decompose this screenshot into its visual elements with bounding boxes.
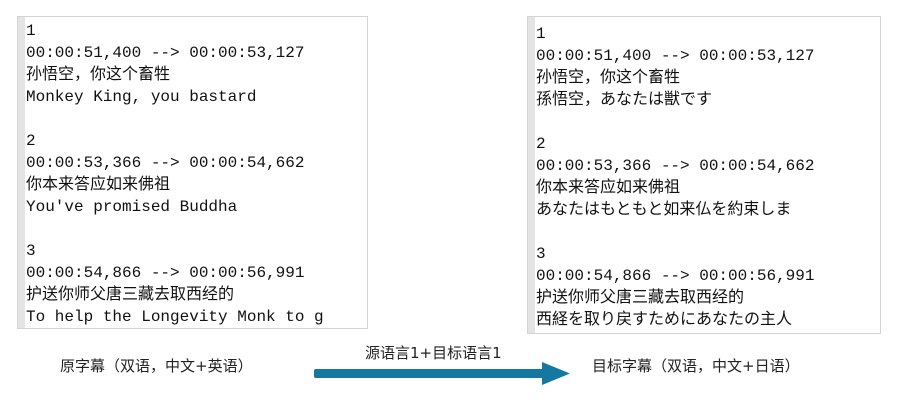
subtitle-line: 1 <box>26 22 36 40</box>
subtitle-line: 00:00:51,400 --> 00:00:53,127 <box>536 47 815 65</box>
subtitle-line: 00:00:51,400 --> 00:00:53,127 <box>26 44 305 62</box>
subtitle-line <box>536 221 814 243</box>
subtitle-line: 3 <box>26 242 36 260</box>
subtitle-line: 孫悟空，あなたは獣です <box>536 91 713 109</box>
subtitle-line: 2 <box>26 132 36 150</box>
gutter <box>528 17 535 333</box>
subtitle-line: 你本来答应如来佛祖 <box>26 176 171 194</box>
subtitle-line <box>536 111 814 133</box>
subtitle-line: 00:00:53,366 --> 00:00:54,662 <box>26 154 305 172</box>
subtitle-line: 00:00:54,866 --> 00:00:56,991 <box>26 264 305 282</box>
subtitle-line: You've promised Buddha <box>26 198 238 216</box>
arrow-caption: 源语言1+目标语言1 <box>365 344 502 362</box>
subtitle-line: To help the Longevity Monk to g <box>26 308 324 326</box>
subtitle-line: 00:00:53,366 --> 00:00:54,662 <box>536 157 815 175</box>
subtitle-line: 西経を取り戻すためにあなたの主人 <box>536 311 793 329</box>
source-subtitle-text: 1 00:00:51,400 --> 00:00:53,127 孙悟空，你这个畜牲 M… <box>26 20 324 328</box>
gutter <box>18 17 25 328</box>
target-subtitle-text: 1 00:00:51,400 --> 00:00:53,127 孙悟空，你这个畜牲孫… <box>536 23 814 331</box>
subtitle-line: 孙悟空，你这个畜牲 <box>26 66 171 84</box>
target-caption: 目标字幕（双语，中文+日语） <box>592 357 800 375</box>
subtitle-line: 你本来答应如来佛祖 <box>536 179 681 197</box>
target-subtitle-panel: 1 00:00:51,400 --> 00:00:53,127 孙悟空，你这个畜牲孫… <box>527 16 881 334</box>
subtitle-line: 孙悟空，你这个畜牲 <box>536 69 681 87</box>
arrow-icon <box>314 362 570 385</box>
subtitle-line <box>26 108 324 130</box>
subtitle-line: あなたはもともと如来仏を約束しま <box>536 201 792 219</box>
subtitle-line: 护送你师父唐三藏去取西经的 <box>536 289 745 307</box>
subtitle-line: 护送你师父唐三藏去取西经的 <box>26 286 235 304</box>
source-caption: 原字幕（双语，中文+英语） <box>60 357 253 375</box>
source-subtitle-panel: 1 00:00:51,400 --> 00:00:53,127 孙悟空，你这个畜牲 M… <box>17 16 368 329</box>
subtitle-line: 3 <box>536 245 546 263</box>
subtitle-line: Monkey King, you bastard <box>26 88 257 106</box>
subtitle-line: 1 <box>536 25 546 43</box>
subtitle-line <box>26 218 324 240</box>
subtitle-line: 00:00:54,866 --> 00:00:56,991 <box>536 267 815 285</box>
subtitle-line: 2 <box>536 135 546 153</box>
